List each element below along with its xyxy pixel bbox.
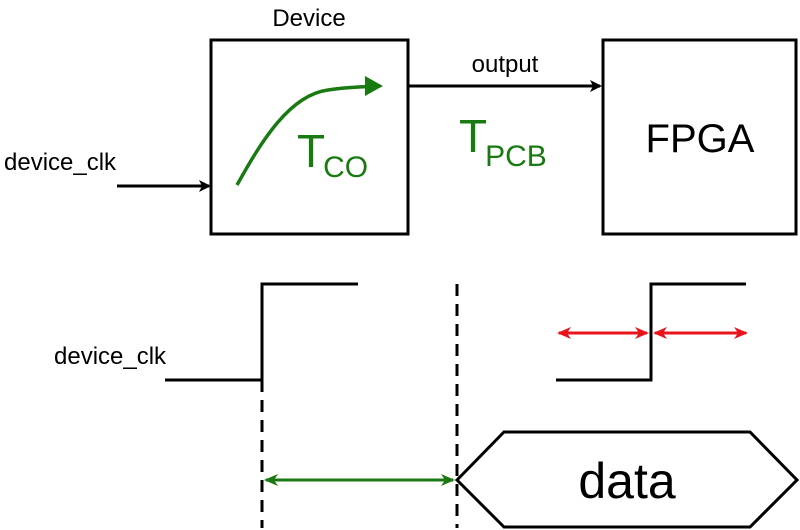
fpga-box <box>601 38 798 236</box>
device-clk-input-label: device_clk <box>4 149 117 176</box>
device-title: Device <box>272 5 345 32</box>
output-label: output <box>472 51 539 78</box>
tco-curve-arrowhead <box>365 76 383 96</box>
device-box <box>209 38 410 236</box>
data-hexagon <box>454 430 800 529</box>
fpga-clock-waveform <box>556 282 746 382</box>
tpcb-label: TPCB <box>459 110 547 173</box>
tco-curve <box>235 84 381 186</box>
device-clock-waveform <box>165 282 358 382</box>
tco-label: TCO <box>297 125 368 184</box>
device-clk-timing-label: device_clk <box>54 343 167 370</box>
data-label: data <box>578 453 676 509</box>
fpga-label: FPGA <box>646 117 755 161</box>
